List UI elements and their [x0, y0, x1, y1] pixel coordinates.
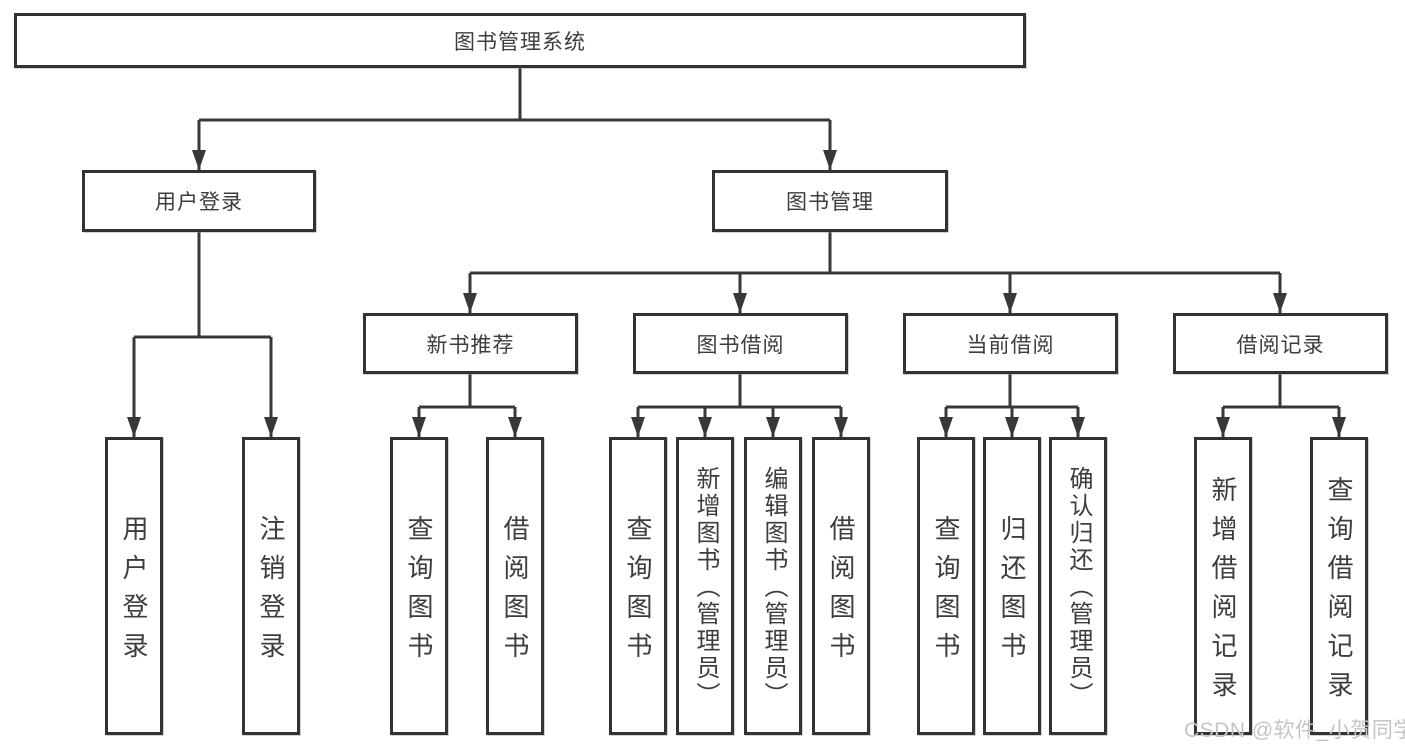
node-new-book-recommend: 新书推荐	[363, 313, 578, 374]
leaf-recommend-query-book: 查询图书	[390, 437, 448, 735]
node-book-mgmt-label: 图书管理	[786, 191, 874, 214]
leaf-recommend-borrow-book: 借阅图书	[486, 437, 544, 735]
node-user-login: 用户登录	[82, 170, 316, 232]
node-book-borrow: 图书借阅	[633, 313, 848, 374]
node-borrow-records-label: 借阅记录	[1236, 333, 1325, 357]
leaf-add-borrow-record: 新增借阅记录	[1194, 437, 1252, 735]
leaf-add-book-admin-label: 新增图书（管理员）	[692, 466, 719, 709]
node-new-book-recommend-label: 新书推荐	[426, 333, 515, 357]
leaf-current-query-book-label: 查询图书	[931, 514, 961, 671]
leaf-edit-book-admin-label: 编辑图书（管理员）	[760, 466, 787, 709]
leaf-logout: 注销登录	[242, 437, 300, 735]
leaf-current-query-book: 查询图书	[917, 437, 975, 735]
leaf-add-book-admin: 新增图书（管理员）	[676, 437, 734, 735]
leaf-query-borrow-record: 查询借阅记录	[1310, 437, 1368, 735]
node-book-borrow-label: 图书借阅	[696, 333, 785, 357]
leaf-query-borrow-record-label: 查询借阅记录	[1324, 475, 1354, 710]
leaf-confirm-return-admin-label: 确认归还（管理员）	[1065, 466, 1092, 709]
node-root: 图书管理系统	[14, 13, 1026, 68]
leaf-confirm-return-admin: 确认归还（管理员）	[1049, 437, 1107, 735]
leaf-return-book-label: 归还图书	[997, 514, 1027, 671]
node-current-borrow-label: 当前借阅	[966, 333, 1055, 357]
node-root-label: 图书管理系统	[454, 30, 586, 54]
leaf-recommend-query-book-label: 查询图书	[404, 514, 434, 671]
leaf-return-book: 归还图书	[983, 437, 1041, 735]
leaf-add-borrow-record-label: 新增借阅记录	[1208, 475, 1238, 710]
leaf-borrow-book: 借阅图书	[812, 437, 870, 735]
leaf-user-login: 用户登录	[105, 437, 163, 735]
node-current-borrow: 当前借阅	[903, 313, 1118, 374]
node-borrow-records: 借阅记录	[1173, 313, 1388, 374]
leaf-borrow-query-book-label: 查询图书	[623, 514, 653, 671]
leaf-logout-label: 注销登录	[256, 514, 286, 671]
leaf-borrow-book-label: 借阅图书	[826, 514, 856, 671]
csdn-watermark: CSDN @软件_小贺同学	[1184, 719, 1405, 742]
leaf-borrow-query-book: 查询图书	[609, 437, 667, 735]
node-book-mgmt: 图书管理	[712, 170, 948, 232]
leaf-edit-book-admin: 编辑图书（管理员）	[744, 437, 802, 735]
node-user-login-label: 用户登录	[155, 191, 243, 214]
leaf-user-login-label: 用户登录	[119, 514, 149, 671]
leaf-recommend-borrow-book-label: 借阅图书	[500, 514, 530, 671]
